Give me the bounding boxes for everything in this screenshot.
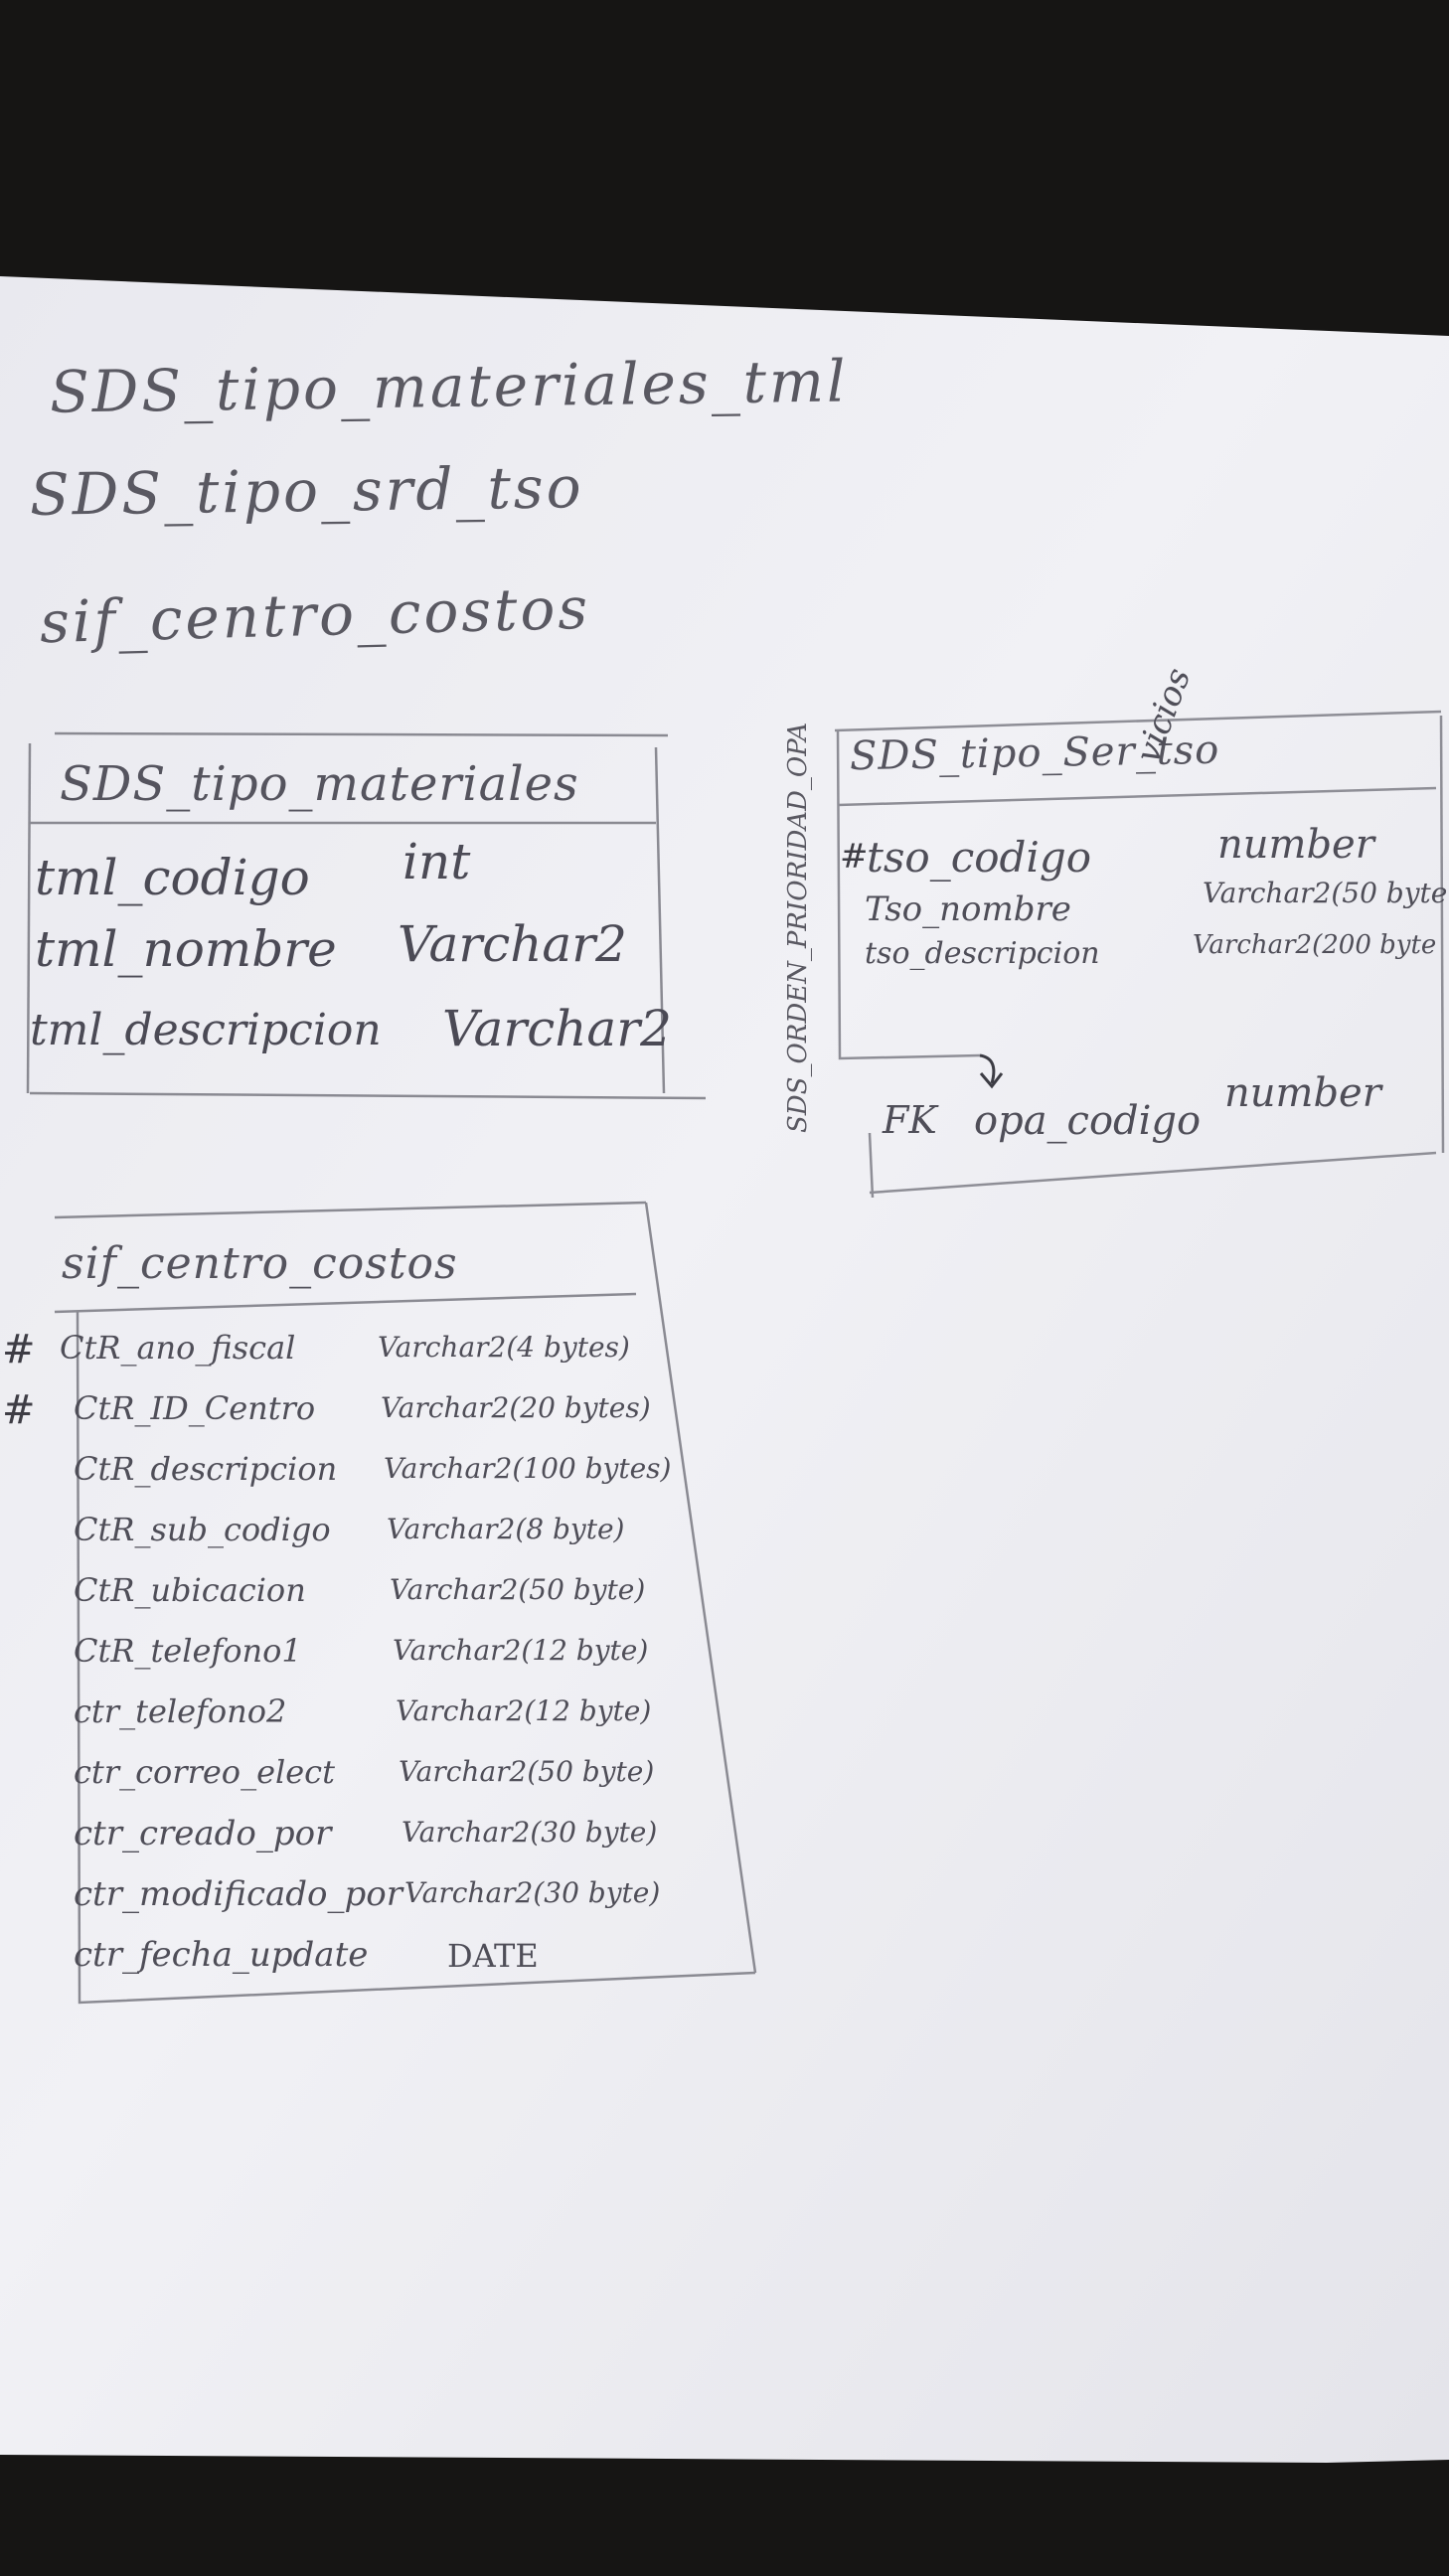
materiales-row-1-type: int [402, 833, 471, 890]
centro-row-name: ctr_modificado_por [74, 1874, 403, 1914]
servicios-row-1-type: number [1217, 822, 1374, 868]
materiales-box-lines [26, 731, 707, 1100]
materiales-row-2-name: tml_nombre [35, 920, 337, 978]
servicios-row-1-name: tso_codigo [867, 833, 1092, 882]
servicios-box-lines [834, 710, 1445, 1199]
centro-row-type: Varchar2(4 bytes) [378, 1331, 630, 1364]
top-label-2: SDS_tipo_srd_tso [29, 453, 584, 529]
materiales-row-3-type: Varchar2 [442, 1000, 672, 1057]
top-label-1: SDS_tipo_materiales_tml [49, 347, 849, 426]
servicios-row-3-name: tso_descripcion [865, 936, 1100, 971]
centro-row-name: ctr_correo_elect [74, 1753, 335, 1791]
centro-row-type: Varchar2(20 bytes) [381, 1391, 651, 1424]
servicios-row-2-name: Tso_nombre [865, 889, 1071, 929]
servicios-row-3-type: Varchar2(200 byte [1193, 930, 1437, 960]
servicios-fk-type: number [1224, 1070, 1381, 1116]
centro-row-name: ctr_creado_por [74, 1814, 332, 1853]
materiales-title: SDS_tipo_materiales [60, 756, 579, 812]
materiales-row-3-name: tml_descripcion [30, 1005, 382, 1055]
centro-row-name: CtR_descripcion [74, 1450, 338, 1488]
centro-title: sif_centro_costos [62, 1238, 458, 1289]
centro-box-lines [54, 1201, 757, 2005]
centro-row-name: CtR_sub_codigo [74, 1511, 331, 1548]
top-label-3: sif_centro_costos [39, 573, 591, 657]
servicios-row-2-type: Varchar2(50 byte [1203, 877, 1448, 909]
servicios-row-1-mark: # [840, 837, 869, 877]
materiales-row-1-name: tml_codigo [35, 849, 310, 906]
centro-row-mark: # [2, 1387, 36, 1433]
centro-row-type: Varchar2(100 bytes) [384, 1452, 672, 1485]
centro-row-name: CtR_telefono1 [74, 1632, 302, 1670]
centro-row-type: Varchar2(12 byte) [393, 1634, 649, 1667]
centro-row-name: CtR_ubicacion [74, 1571, 306, 1609]
relationship-label: SDS_ORDEN_PRIORIDAD_OPA [783, 722, 813, 1133]
centro-row-name: ctr_fecha_update [74, 1935, 369, 1975]
centro-row-type: DATE [447, 1937, 539, 1975]
centro-row-name: ctr_telefono2 [74, 1692, 287, 1730]
centro-row-type: Varchar2(12 byte) [396, 1694, 652, 1727]
centro-row-type: Varchar2(30 byte) [402, 1816, 658, 1849]
centro-row-name: CtR_ano_fiscal [60, 1329, 296, 1367]
materiales-row-2-type: Varchar2 [398, 915, 627, 973]
centro-row-type: Varchar2(50 byte) [399, 1755, 655, 1788]
centro-row-name: CtR_ID_Centro [74, 1389, 316, 1427]
centro-row-type: Varchar2(50 byte) [390, 1573, 646, 1606]
centro-row-mark: # [2, 1327, 36, 1372]
centro-row-type: Varchar2(8 byte) [387, 1513, 625, 1545]
fk-arrow [979, 1053, 1004, 1089]
servicios-fk-name: opa_codigo [974, 1098, 1202, 1144]
servicios-fk-mark: FK [883, 1098, 937, 1142]
centro-row-type: Varchar2(30 byte) [404, 1876, 661, 1909]
